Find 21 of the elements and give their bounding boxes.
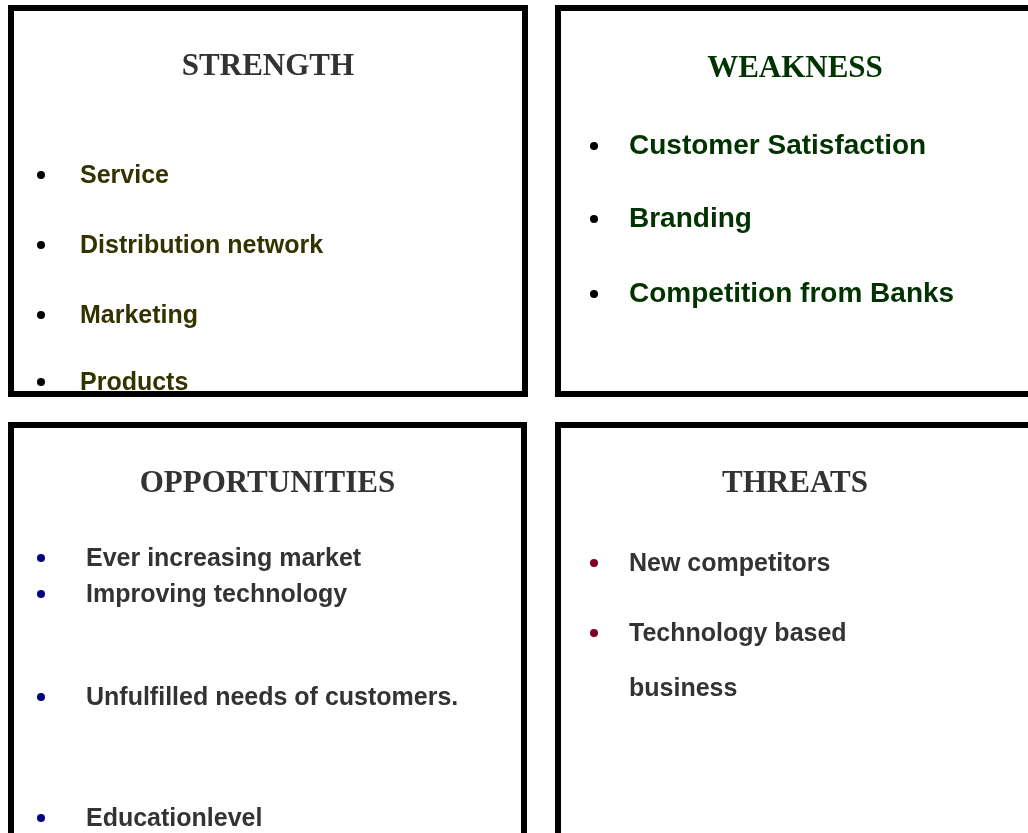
bullet-item: Ever increasing market bbox=[86, 542, 362, 572]
swot-panel bbox=[555, 5, 1028, 397]
swot-panel bbox=[555, 422, 1028, 833]
panel-heading: WEAKNESS bbox=[706, 49, 884, 85]
swot-panel bbox=[8, 422, 527, 833]
bullet-item: Customer Satisfaction bbox=[629, 130, 927, 160]
panel-heading: THREATS bbox=[721, 464, 869, 500]
bullet-item: Branding bbox=[629, 203, 752, 233]
bullet-item: Service bbox=[80, 159, 169, 189]
bullet-item: Unfulfilled needs of customers. bbox=[86, 681, 460, 712]
bullet-item: Improving technology bbox=[86, 578, 348, 608]
bullet-item: Competition from Banks bbox=[629, 278, 955, 308]
bullet-item: New competitors bbox=[629, 547, 831, 578]
bullet-item: Marketing bbox=[80, 299, 199, 329]
swot-panel bbox=[8, 5, 528, 397]
panel-heading: OPPORTUNITIES bbox=[138, 464, 397, 500]
panel-heading: STRENGTH bbox=[180, 47, 356, 83]
bullet-item: Technology based business bbox=[629, 617, 848, 703]
bullet-item: Educationlevel bbox=[86, 802, 263, 832]
bullet-item: Products bbox=[80, 366, 189, 396]
bullet-item: Distribution network bbox=[80, 229, 324, 259]
